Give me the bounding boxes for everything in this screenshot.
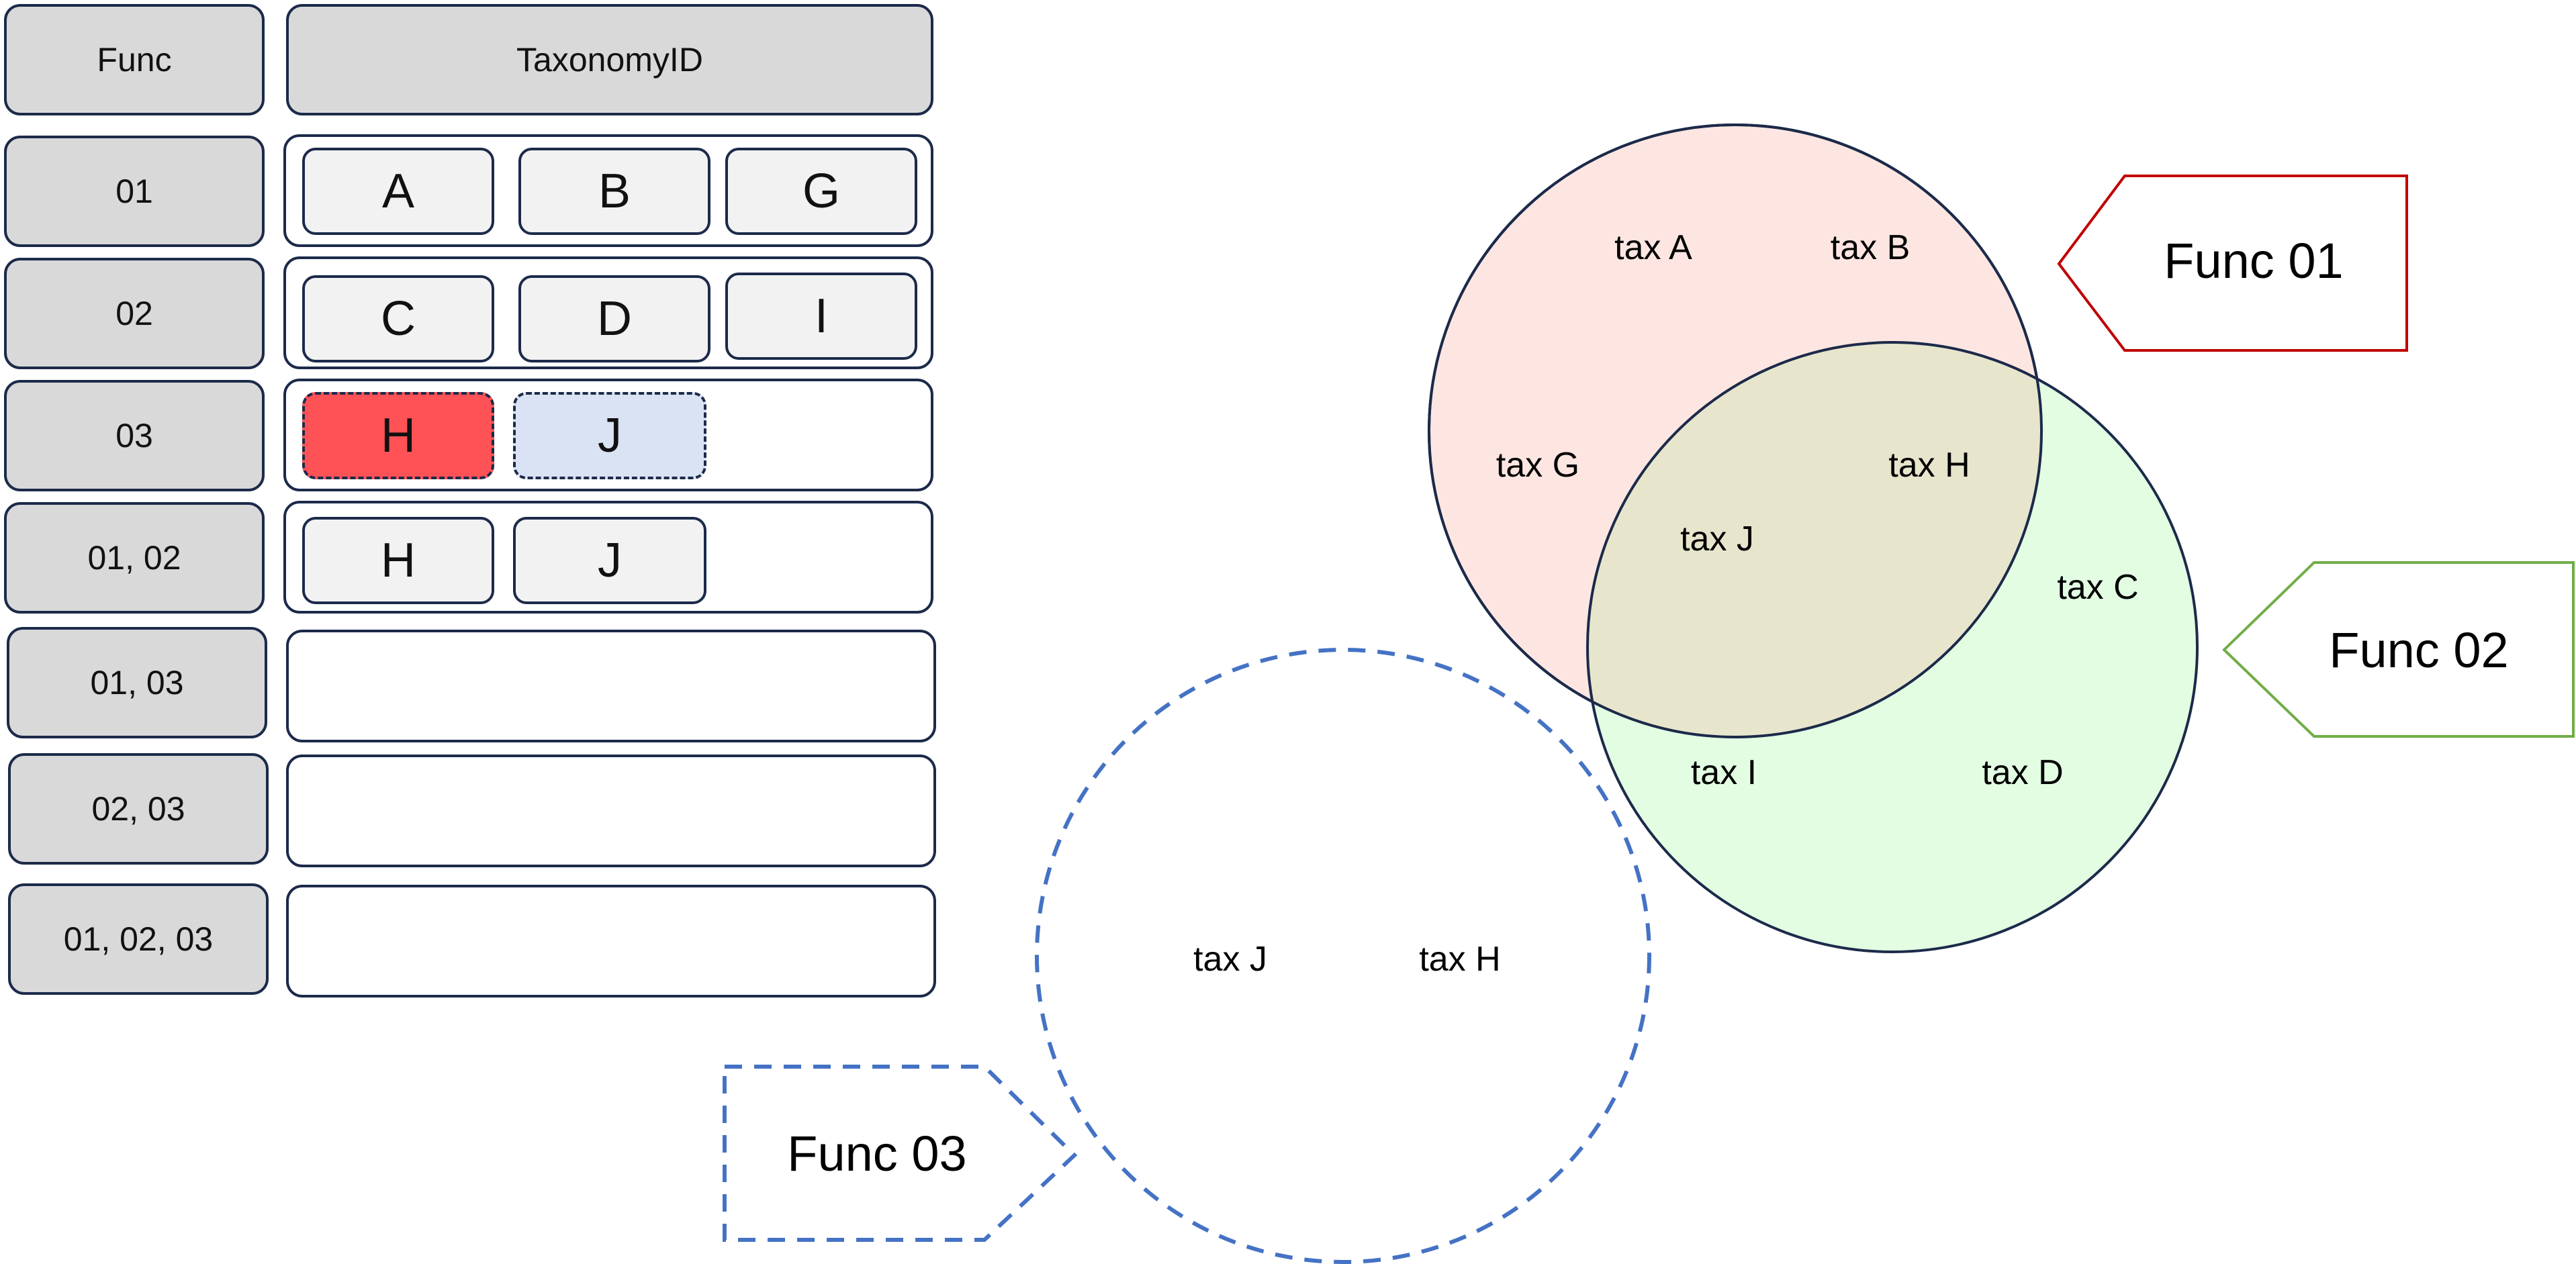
- taxonomy-row-6: [286, 755, 936, 867]
- func-label: 03: [116, 417, 153, 454]
- venn-member-tax-b: tax B: [1831, 228, 1911, 267]
- taxon-tile-g: G: [725, 148, 917, 235]
- taxon-label: C: [381, 292, 416, 346]
- func02-circle-outline: [1586, 341, 2199, 953]
- func-cell-row-4: 01, 02: [4, 502, 265, 614]
- taxonomy-header-label: TaxonomyID: [516, 41, 703, 79]
- func-label: 02, 03: [91, 790, 185, 828]
- func01-func02-overlap: [1588, 342, 2041, 737]
- taxon-label: B: [598, 164, 631, 218]
- taxon-label: A: [381, 164, 415, 218]
- func-cell-row-5: 01, 03: [7, 627, 267, 738]
- venn-member-tax-g: tax G: [1496, 446, 1579, 485]
- func-cell-row-6: 02, 03: [8, 753, 269, 865]
- func03-circle: [1035, 648, 1651, 1264]
- taxon-label: I: [814, 289, 828, 343]
- func02-callout-label: Func 02: [2329, 622, 2508, 678]
- taxon-tile-b: B: [518, 148, 710, 235]
- func-label: 01, 03: [90, 664, 184, 701]
- func01-callout-shape: [2057, 175, 2408, 352]
- func-cell-row-2: 02: [4, 258, 265, 369]
- taxonomy-column-header: TaxonomyID: [286, 4, 933, 115]
- func-label: 01, 02, 03: [63, 920, 214, 958]
- taxon-tile-h-highlight: H: [302, 392, 494, 479]
- taxon-label: D: [597, 292, 632, 346]
- func-column-header: Func: [4, 4, 265, 115]
- func-cell-row-3: 03: [4, 380, 265, 491]
- taxon-tile-c: C: [302, 275, 494, 362]
- func01-callout-label: Func 01: [2164, 233, 2343, 289]
- func02-callout-shape: [2222, 561, 2575, 738]
- taxonomy-row-5: [286, 630, 936, 742]
- venn-member-overlap-tax-j: tax J: [1680, 520, 1754, 558]
- venn-member-tax-c: tax C: [2057, 568, 2138, 607]
- taxon-tile-h: H: [302, 517, 494, 604]
- taxon-label: H: [381, 534, 416, 587]
- venn-member-func03-tax-h: tax H: [1419, 940, 1500, 979]
- func-label: 02: [116, 295, 153, 332]
- taxon-label: H: [381, 409, 416, 463]
- venn-member-func03-tax-j: tax J: [1193, 940, 1267, 979]
- func-cell-row-7: 01, 02, 03: [8, 883, 269, 995]
- func-cell-row-1: 01: [4, 136, 265, 247]
- taxon-tile-j-highlight: J: [513, 392, 706, 479]
- taxon-label: J: [598, 534, 622, 587]
- func01-circle-outline: [1428, 124, 2043, 738]
- func-label: 01: [116, 173, 153, 210]
- taxon-tile-a: A: [302, 148, 494, 235]
- taxon-tile-i: I: [725, 273, 917, 360]
- taxonomy-row-7: [286, 885, 936, 998]
- venn-member-tax-a: tax A: [1614, 228, 1692, 267]
- taxon-label: G: [802, 164, 840, 218]
- func03-callout-label: Func 03: [787, 1126, 966, 1181]
- taxon-label: J: [598, 409, 622, 463]
- taxon-tile-d: D: [518, 275, 710, 362]
- venn-member-overlap-tax-h: tax H: [1888, 446, 1970, 485]
- func-label: 01, 02: [87, 539, 181, 577]
- func03-callout-shape: [723, 1065, 1078, 1242]
- taxon-tile-j: J: [513, 517, 706, 604]
- venn-member-tax-d: tax D: [1982, 753, 2063, 792]
- func-header-label: Func: [97, 41, 172, 79]
- venn-member-tax-i: tax I: [1691, 753, 1757, 792]
